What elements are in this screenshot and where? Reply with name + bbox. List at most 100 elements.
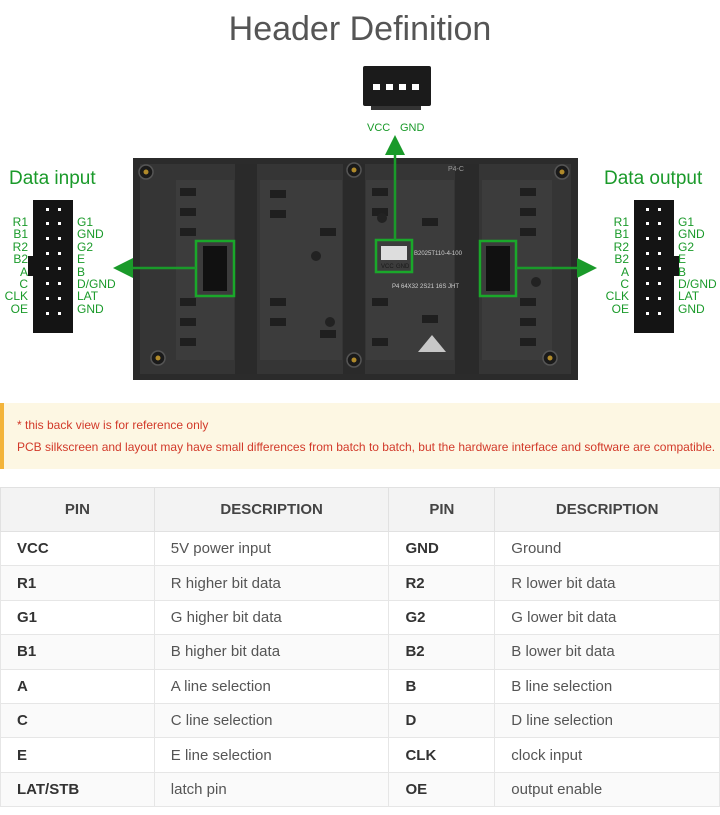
pin-name-cell: B2 bbox=[388, 634, 496, 670]
pin-label: D/GND bbox=[678, 277, 717, 292]
notice-line-1: * this back view is for reference only bbox=[17, 418, 209, 432]
pin-label: E bbox=[678, 252, 687, 267]
column-header: DESCRIPTION bbox=[494, 487, 720, 532]
pin-label: CLK bbox=[605, 289, 629, 304]
pin-label: R1 bbox=[613, 215, 629, 229]
pin-label: LAT bbox=[77, 289, 99, 304]
pin-label: R2 bbox=[12, 239, 28, 254]
pin-label: GND bbox=[678, 227, 705, 242]
pin-label: B1 bbox=[13, 227, 28, 242]
pin-description-cell: latch pin bbox=[153, 771, 390, 808]
pin-label: R1 bbox=[12, 215, 28, 229]
board-silk-gnd: GND bbox=[396, 264, 410, 270]
pin-label: G2 bbox=[77, 239, 94, 254]
pin-description-cell: A line selection bbox=[153, 668, 390, 704]
pin-description-cell: Ground bbox=[494, 530, 720, 567]
pin-description-cell: G higher bit data bbox=[153, 599, 390, 636]
pin-name-cell: B bbox=[388, 668, 496, 704]
pin-description-cell: G lower bit data bbox=[494, 599, 720, 636]
output-right-pins: G1 GND G2 E B D/GND LAT GND bbox=[678, 215, 717, 316]
pin-label: G2 bbox=[678, 239, 695, 254]
pin-name-cell: OE bbox=[388, 771, 496, 808]
page-title: Header Definition bbox=[228, 10, 492, 48]
pin-label: C bbox=[620, 277, 629, 292]
pin-name-cell: R1 bbox=[0, 565, 155, 601]
input-left-pins: R1 B1 R2 B2 A C CLK OE bbox=[0, 215, 28, 316]
pin-name-cell: GND bbox=[388, 530, 496, 567]
power-gnd-label: GND bbox=[400, 122, 425, 134]
pin-label: R2 bbox=[613, 239, 629, 254]
pin-description-cell: B higher bit data bbox=[153, 634, 390, 670]
pin-description-cell: 5V power input bbox=[153, 530, 390, 567]
pin-label: B bbox=[77, 264, 86, 279]
pin-description-cell: clock input bbox=[494, 737, 720, 773]
data-output-label: Data output bbox=[604, 168, 703, 189]
pin-description-cell: R lower bit data bbox=[494, 565, 720, 601]
pin-description-cell: B line selection bbox=[494, 668, 720, 704]
column-header: PIN bbox=[0, 487, 155, 532]
pin-description-cell: E line selection bbox=[153, 737, 390, 773]
pin-label: CLK bbox=[4, 289, 28, 304]
pin-label: OE bbox=[611, 301, 629, 316]
pin-name-cell: C bbox=[0, 702, 155, 739]
pin-description-cell: B lower bit data bbox=[494, 634, 720, 670]
pin-label: B2 bbox=[13, 252, 28, 267]
column-header: PIN bbox=[388, 487, 496, 532]
pin-label: D/GND bbox=[77, 277, 116, 292]
pin-label: LAT bbox=[678, 289, 700, 304]
pin-description-cell: C line selection bbox=[153, 702, 390, 739]
table-header-row: PIN DESCRIPTION PIN DESCRIPTION bbox=[0, 487, 720, 532]
output-left-pins: R1 B1 R2 B2 A C CLK OE bbox=[600, 215, 629, 316]
pin-label: G1 bbox=[678, 215, 695, 229]
input-right-pins: G1 GND G2 E B D/GND LAT GND bbox=[77, 215, 116, 316]
column-header: DESCRIPTION bbox=[153, 487, 390, 532]
pin-name-cell: E bbox=[0, 737, 155, 773]
pin-name-cell: B1 bbox=[0, 634, 155, 670]
pin-name-cell: G2 bbox=[388, 599, 496, 636]
pin-name-cell: A bbox=[0, 668, 155, 704]
power-vcc-label: VCC bbox=[367, 122, 390, 134]
pin-label: B bbox=[678, 264, 687, 279]
board-silk-vcc: VCC bbox=[381, 264, 394, 270]
board-silk-code: B2025T110-4-100 bbox=[414, 251, 463, 257]
power-connector bbox=[363, 66, 431, 110]
pin-name-cell: D bbox=[388, 702, 496, 739]
pin-label: E bbox=[77, 252, 86, 267]
pin-name-cell: CLK bbox=[388, 737, 496, 773]
pin-label: B2 bbox=[614, 252, 629, 267]
pin-label: GND bbox=[678, 301, 705, 316]
board-silk-corner: P4-C bbox=[448, 166, 464, 173]
pin-name-cell: R2 bbox=[388, 565, 496, 601]
notice-line-2: PCB silkscreen and layout may have small… bbox=[17, 440, 716, 454]
pin-label: GND bbox=[77, 301, 104, 316]
pin-description-cell: R higher bit data bbox=[153, 565, 390, 601]
pin-label: OE bbox=[10, 301, 28, 316]
output-header-connector bbox=[634, 200, 679, 333]
header-diagram: VCC GND bbox=[0, 60, 720, 390]
pin-name-cell: LAT/STB bbox=[0, 771, 155, 808]
pin-name-cell: G1 bbox=[0, 599, 155, 636]
pin-label: G1 bbox=[77, 215, 94, 229]
pin-label: A bbox=[620, 264, 629, 279]
pin-label: B1 bbox=[614, 227, 629, 242]
data-input-label: Data input bbox=[9, 168, 96, 189]
board-illustration: VCC GND bbox=[28, 66, 679, 380]
pin-name-cell: VCC bbox=[0, 530, 155, 567]
pin-label: A bbox=[19, 264, 28, 279]
board-silk-model: P4 64X32 2S21 16S JHT bbox=[392, 284, 459, 290]
pin-label: C bbox=[19, 277, 28, 292]
reference-notice: * this back view is for reference only P… bbox=[0, 403, 720, 469]
input-header-connector bbox=[28, 200, 73, 333]
led-panel-board bbox=[133, 158, 578, 380]
pin-description-cell: D line selection bbox=[494, 702, 720, 739]
pin-description-cell: output enable bbox=[494, 771, 720, 808]
